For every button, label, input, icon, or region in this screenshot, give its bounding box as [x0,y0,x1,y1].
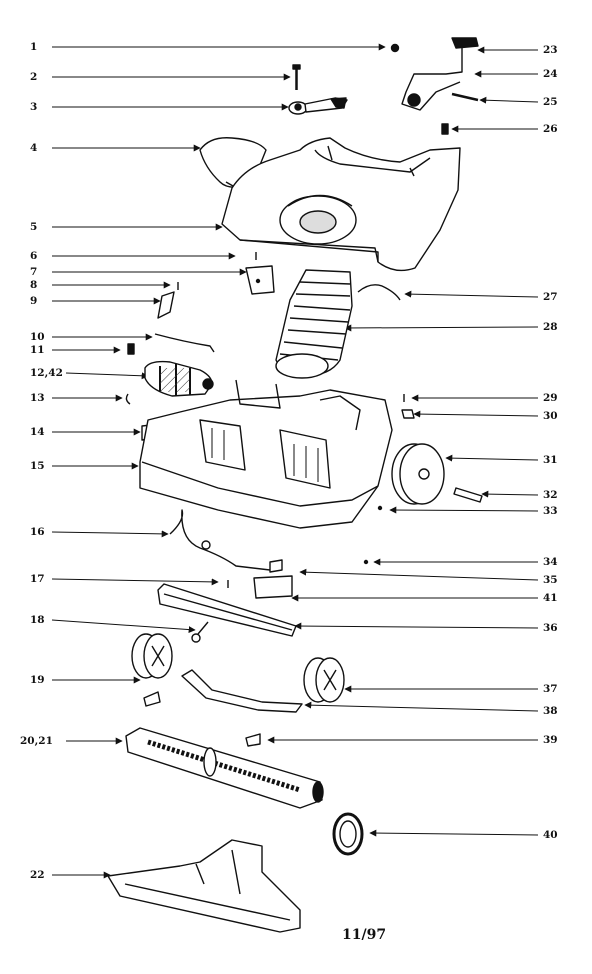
callout-5: 5 [30,221,38,233]
part-clip-30 [401,409,415,419]
callout-11: 11 [30,344,45,356]
callout-2: 2 [30,71,38,83]
part-bracket-9 [157,291,175,319]
callout-18: 18 [30,614,45,626]
part-hose [275,269,353,379]
callout-6: 6 [30,250,38,262]
part-brush-roll [125,727,324,809]
part-handle-bracket [401,37,479,111]
callout-4: 4 [30,142,38,154]
part-plate-7 [245,265,275,295]
part-washer-33 [377,505,383,511]
callout-20-21: 20,21 [20,735,53,747]
callout-14: 14 [30,426,45,438]
date-code: 11/97 [342,927,387,943]
callout-7: 7 [30,266,38,278]
part-wire-10 [154,333,215,353]
callout-16: 16 [30,526,45,538]
part-bumper-bar [157,583,297,637]
callout-30: 30 [543,410,558,422]
callout-29: 29 [543,392,558,404]
callout-1: 1 [30,41,38,53]
part-rear-wheel [391,443,445,505]
callout-41: 41 [543,592,558,604]
part-clip-35 [269,559,283,573]
callout-22: 22 [30,869,45,881]
callout-35: 35 [543,574,558,586]
callout-23: 23 [543,44,558,56]
callout-12-42: 12,42 [30,367,63,379]
callout-27: 27 [543,291,558,303]
part-clip-39 [245,733,261,747]
part-axle [453,487,483,503]
callout-31: 31 [543,454,558,466]
callout-34: 34 [543,556,558,568]
callout-10: 10 [30,331,45,343]
callout-33: 33 [543,505,558,517]
callout-9: 9 [30,295,38,307]
part-spring-25 [451,92,479,102]
callout-39: 39 [543,734,558,746]
part-screw-18 [191,621,209,643]
part-top-housing [221,137,461,272]
callout-37: 37 [543,683,558,695]
leader-lines-right [267,46,539,837]
part-clip-11 [127,343,135,355]
part-front-wheel-left [131,633,173,679]
callout-25: 25 [543,96,558,108]
callout-32: 32 [543,489,558,501]
part-washer-34 [363,559,369,565]
callout-36: 36 [543,622,558,634]
part-belt-ring [332,812,364,856]
part-pad-41 [253,575,293,599]
part-screw-top [390,43,400,53]
callout-19: 19 [30,674,45,686]
callout-13: 13 [30,392,45,404]
part-belt [357,284,401,301]
part-cord [169,509,271,571]
part-front-wheel-right [303,657,345,703]
leader-lines-left [51,43,386,879]
callout-28: 28 [543,321,558,333]
part-cord-clip [201,540,211,550]
callout-26: 26 [543,123,558,135]
callout-17: 17 [30,573,45,585]
part-base [139,379,393,529]
callout-40: 40 [543,829,558,841]
callout-3: 3 [30,101,38,113]
callout-24: 24 [543,68,558,80]
part-latch [288,97,348,115]
part-nozzle [107,839,301,933]
callout-38: 38 [543,705,558,717]
part-pin [292,64,301,90]
callout-15: 15 [30,460,45,472]
part-spring-13 [125,393,131,405]
part-motor [144,360,214,397]
part-bracket-19 [143,691,161,707]
part-pin-26 [441,123,449,135]
callout-8: 8 [30,279,38,291]
part-front-axle [181,669,303,713]
